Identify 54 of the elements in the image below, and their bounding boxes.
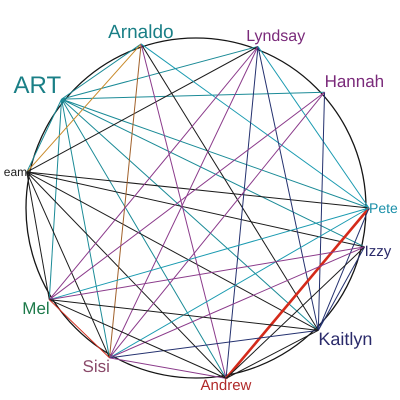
connection-line — [226, 330, 319, 379]
connection-line — [48, 92, 326, 300]
name-label: Mel — [22, 300, 50, 318]
connection-line — [109, 46, 258, 358]
name-label: Pete — [369, 200, 398, 216]
connection-line — [258, 46, 319, 331]
connection-line — [48, 299, 110, 358]
name-label: Andrew — [200, 378, 252, 395]
name-label: ART — [14, 73, 62, 100]
name-label: Lyndsay — [246, 28, 306, 46]
connection-line — [26, 172, 370, 208]
connection-line — [109, 330, 319, 358]
connection-line — [61, 98, 319, 331]
connection-line — [48, 98, 62, 300]
connection-line — [26, 98, 62, 173]
connection-line — [140, 43, 319, 331]
name-label: Izzy — [364, 244, 392, 260]
connection-line — [226, 246, 366, 379]
connection-line — [318, 246, 366, 331]
connection-line — [48, 46, 258, 300]
name-label: Kaitlyn — [318, 330, 372, 350]
connection-line — [109, 43, 142, 358]
connection-line — [109, 92, 326, 358]
name-label: Hannah — [324, 73, 384, 92]
connection-line — [318, 92, 326, 331]
connection-line — [26, 46, 258, 173]
connection-line — [109, 246, 366, 358]
connection-line — [61, 43, 142, 100]
connection-line — [48, 208, 370, 300]
connection-line — [258, 46, 370, 208]
connection-line — [26, 172, 366, 248]
connection-line — [61, 92, 326, 100]
connection-line — [140, 43, 370, 208]
connection-line — [26, 172, 50, 300]
connection-line — [109, 208, 370, 358]
connection-line — [61, 98, 366, 248]
connection-line — [26, 172, 110, 358]
name-label: Arnaldo — [108, 22, 174, 44]
connection-line — [226, 46, 258, 379]
connection-line — [26, 172, 227, 379]
connection-line — [318, 208, 370, 331]
connection-line — [48, 299, 227, 379]
connection-line — [48, 246, 366, 300]
connection-line — [109, 357, 227, 379]
connection-line — [225, 207, 370, 380]
connection-line — [48, 299, 319, 331]
connection-line — [61, 46, 258, 100]
connection-line — [26, 43, 142, 173]
name-label: Sisi — [82, 358, 110, 376]
name-label: eam — [4, 166, 28, 179]
connection-line — [140, 43, 227, 379]
connection-line — [61, 98, 370, 208]
connection-line — [61, 98, 227, 379]
connection-line — [26, 172, 319, 331]
